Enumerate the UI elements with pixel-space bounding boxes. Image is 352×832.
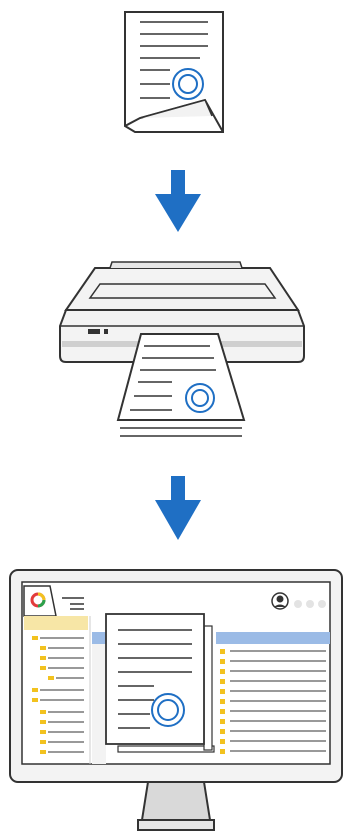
arrow-down-icon	[155, 170, 201, 232]
avatar-icon	[272, 593, 288, 609]
paper-document-icon	[125, 12, 223, 132]
flatbed-scanner-icon	[60, 262, 304, 436]
column-header	[216, 632, 330, 644]
scanned-document-preview	[106, 614, 214, 752]
arrow-down-icon	[155, 476, 201, 540]
window-controls-icon	[294, 600, 326, 608]
computer-monitor-icon	[10, 570, 342, 830]
